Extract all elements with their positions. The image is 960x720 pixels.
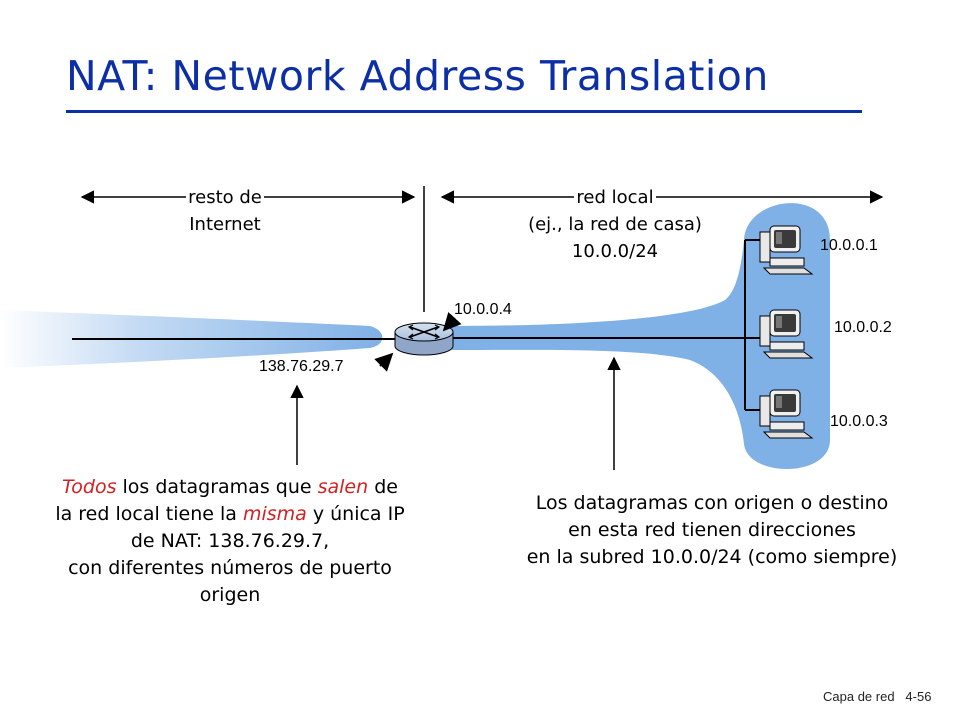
router-private-ip: 10.0.0.4	[454, 301, 512, 318]
local-label-line1: red local	[574, 184, 656, 211]
host-ip-3: 10.0.0.3	[830, 413, 888, 430]
host-computer-icon	[759, 309, 814, 359]
slide-title: NAT: Network Address Translation	[66, 52, 769, 100]
local-region-label: red local (ej., la red de casa) 10.0.0/2…	[490, 184, 740, 265]
left-note-line3: de NAT: 138.76.29.7,	[130, 530, 330, 552]
left-note-line5: origen	[199, 584, 261, 606]
left-note-line1: Todos los datagramas que salen de	[0, 474, 460, 501]
left-note-text: la red local tiene la	[55, 503, 243, 525]
left-note-line4: con diferentes números de puerto	[68, 557, 392, 579]
left-note-text: de	[368, 476, 398, 498]
internet-region-label: resto de Internet	[160, 184, 290, 238]
right-note-line3: en la subred 10.0.0/24 (como siempre)	[526, 546, 898, 568]
local-label-line2: (ej., la red de casa)	[528, 214, 702, 235]
private-ip-pointer	[442, 311, 462, 332]
right-note-line1: Los datagramas con origen o destino	[535, 492, 889, 514]
local-label-line3: 10.0.0/24	[571, 241, 659, 262]
public-ip-pointer	[374, 352, 394, 372]
left-note-text: los datagramas que	[116, 476, 318, 498]
right-note-line2: en esta red tienen direcciones	[568, 519, 856, 541]
footer-section: Capa de red	[823, 689, 895, 704]
host-computer-icon	[759, 225, 814, 275]
left-note-text: y única IP	[306, 503, 405, 525]
footer-page-number: 4-56	[905, 689, 932, 704]
nat-router-icon	[394, 322, 454, 356]
router-public-ip: 138.76.29.7	[259, 358, 344, 375]
host-computer-icon	[759, 389, 814, 439]
emphasis-misma: misma	[242, 503, 307, 525]
slide-footer: Capa de red 4-56	[823, 689, 931, 704]
left-note: Todos los datagramas que salen de la red…	[0, 474, 460, 609]
local-network-region	[452, 203, 830, 470]
title-underline	[66, 110, 862, 113]
host-ip-2: 10.0.0.2	[834, 319, 892, 336]
left-note-line2: la red local tiene la misma y única IP	[0, 501, 460, 528]
right-note: Los datagramas con origen o destino en e…	[470, 490, 954, 571]
emphasis-todos: Todos	[62, 476, 117, 498]
internet-label-line2: Internet	[189, 214, 261, 235]
emphasis-salen: salen	[317, 476, 369, 498]
internet-label-line1: resto de	[186, 184, 264, 211]
host-ip-1: 10.0.0.1	[820, 237, 878, 254]
